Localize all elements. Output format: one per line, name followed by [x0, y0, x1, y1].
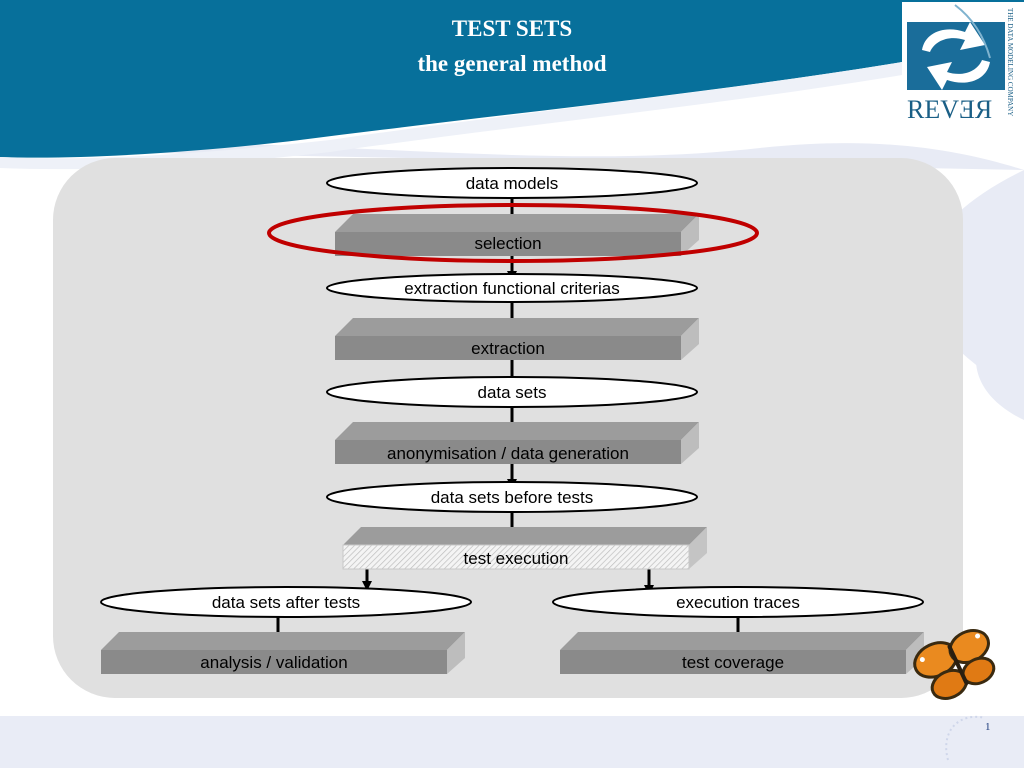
node-test-coverage-label: test coverage [682, 653, 784, 672]
node-data-sets-label: data sets [478, 383, 547, 402]
node-test-coverage: test coverage [560, 632, 924, 674]
page-number: 1 [985, 721, 991, 733]
node-extraction-label: extraction [471, 339, 545, 358]
node-test-execution: test execution [342, 527, 707, 570]
slide-subtitle: the general method [417, 51, 607, 76]
node-data-sets: data sets [326, 376, 698, 408]
node-analysis-label: analysis / validation [200, 653, 347, 672]
node-analysis-validation: analysis / validation [101, 632, 465, 674]
rever-logo [903, 2, 1023, 126]
footer-swirl [945, 715, 986, 761]
node-criterias-label: extraction functional criterias [404, 279, 619, 298]
background-swoosh-right [976, 300, 1024, 420]
node-selection: selection [335, 214, 699, 256]
selection-highlight-ring [267, 203, 759, 263]
node-execution-traces: execution traces [552, 586, 924, 618]
footer-band [0, 716, 1024, 768]
node-traces-label: execution traces [676, 593, 800, 612]
node-selection-label: selection [474, 234, 541, 253]
node-before-tests-label: data sets before tests [431, 488, 594, 507]
node-data-models-label: data models [466, 174, 559, 193]
node-data-sets-after-tests: data sets after tests [100, 586, 472, 618]
header-wave [0, 62, 902, 170]
logo-wordmark: REVƎЯ [907, 95, 993, 124]
node-data-sets-before-tests: data sets before tests [326, 481, 698, 513]
node-extraction-functional-criterias: extraction functional criterias [326, 273, 698, 303]
logo-tagline: THE DATA MODELING COMPANY [1006, 8, 1014, 117]
node-after-tests-label: data sets after tests [212, 593, 360, 612]
node-data-models: data models [326, 167, 698, 199]
node-anonymisation-data-generation: anonymisation / data generation [335, 422, 699, 464]
butterfly-icon [913, 629, 996, 700]
node-anonymisation-label: anonymisation / data generation [387, 444, 629, 463]
node-test-execution-label: test execution [464, 549, 569, 568]
slide-title: TEST SETS [451, 16, 573, 41]
header-banner [0, 0, 1024, 158]
node-extraction: extraction [335, 318, 699, 360]
